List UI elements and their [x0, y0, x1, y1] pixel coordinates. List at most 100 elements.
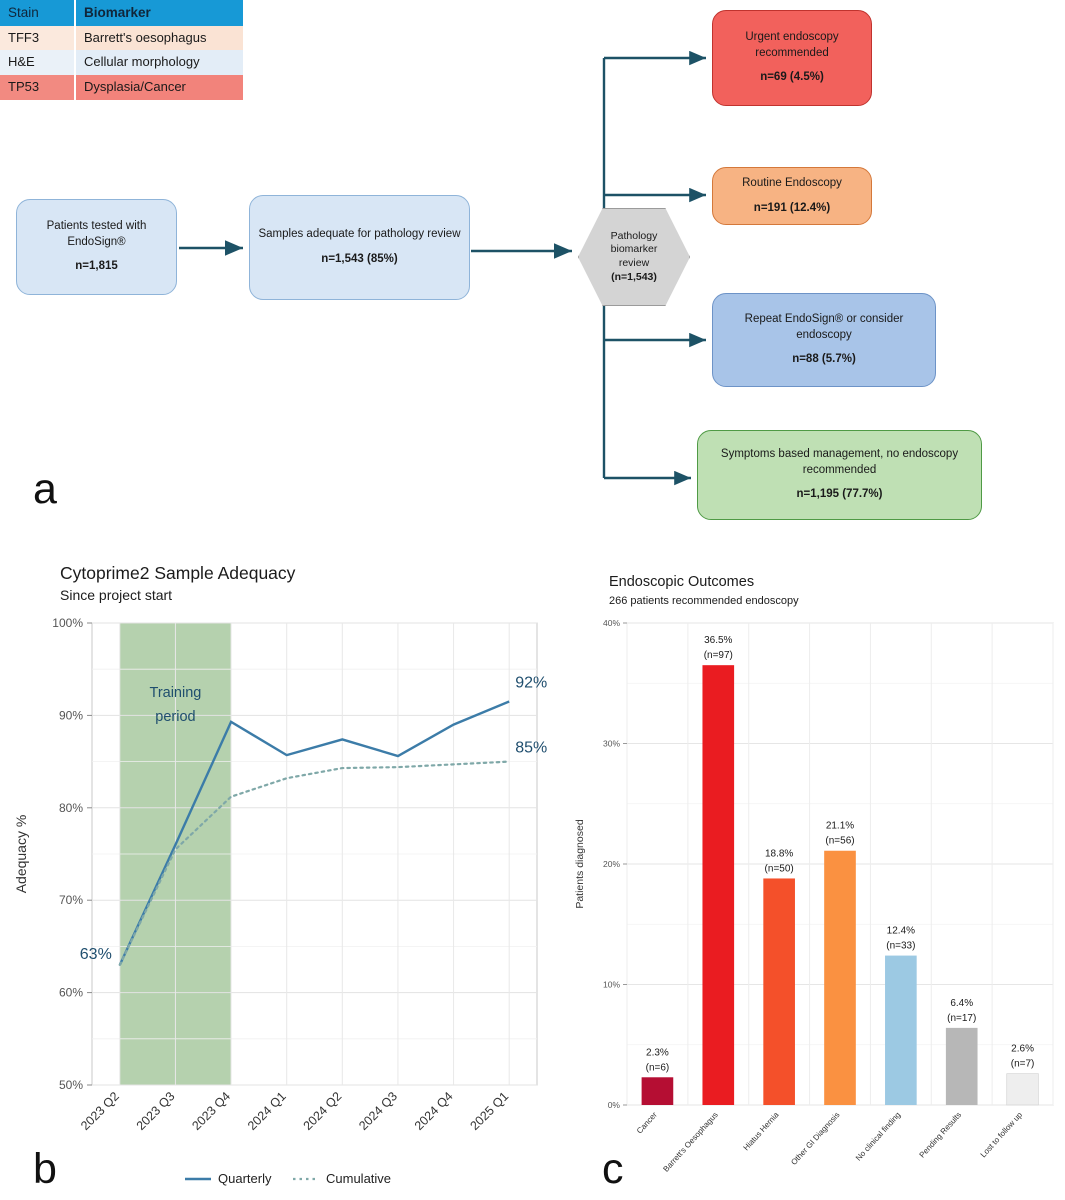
y-axis-label: Patients diagnosed [574, 819, 586, 908]
flow-box-patients-tested: Patients tested with EndoSign® n=1,815 [16, 199, 177, 295]
legend-label-cumulative: Cumulative [326, 1171, 391, 1186]
x-tick-label: 2023 Q3 [134, 1089, 178, 1133]
cell-stain: TFF3 [0, 25, 75, 51]
bar-value-label: 21.1% [826, 821, 854, 832]
flow-hexagon-pathology-review: Pathology biomarker review (n=1,543) [578, 208, 690, 306]
cell-stain: TP53 [0, 75, 75, 101]
x-tick-label: Cancer [635, 1110, 659, 1135]
x-tick-label: No clinical finding [854, 1110, 902, 1162]
y-axis-label: Adequacy % [13, 815, 29, 894]
x-tick-label: 2023 Q2 [78, 1089, 122, 1133]
cell-biomarker: Dysplasia/Cancer [74, 75, 243, 101]
panel-label-b: b [33, 1145, 57, 1193]
x-tick-label: 2024 Q1 [245, 1089, 289, 1133]
flow-box-routine-endoscopy: Routine Endoscopy n=191 (12.4%) [712, 167, 872, 225]
chart-subtitle: Since project start [60, 587, 172, 603]
flow-box-title: Patients tested with EndoSign® [46, 220, 147, 248]
bar [885, 955, 917, 1105]
x-tick-label: 2024 Q3 [356, 1089, 400, 1133]
line-series-quarterly [118, 700, 510, 966]
bar-value-label: 2.3% [646, 1047, 669, 1058]
flow-box-count: n=1,195 (77.7%) [796, 488, 883, 501]
flow-box-title: Urgent endoscopy recommended [745, 31, 839, 59]
y-tick-label: 30% [603, 739, 620, 749]
x-tick-label: Hiatus Hernia [742, 1110, 781, 1152]
y-tick-label: 100% [52, 616, 83, 630]
bar-chart-endoscopic-outcomes: Endoscopic Outcomes 266 patients recommen… [565, 568, 1065, 1193]
chart-title: Endoscopic Outcomes [609, 574, 754, 590]
flow-box-count: n=191 (12.4%) [753, 201, 831, 214]
flow-box-title: Repeat EndoSign® or consider endoscopy [744, 313, 904, 341]
bar [824, 850, 856, 1105]
chart-title: Cytoprime2 Sample Adequacy [60, 563, 296, 583]
flow-box-title: Symptoms based management, no endoscopy … [720, 448, 959, 476]
hex-count: (n=1,543) [611, 270, 657, 283]
data-label-92: 92% [515, 675, 547, 692]
flow-box-count: n=69 (4.5%) [760, 71, 824, 84]
y-tick-label: 40% [603, 618, 620, 628]
bar-count-label: (n=7) [1011, 1059, 1035, 1070]
flow-box-repeat-endosign: Repeat EndoSign® or consider endoscopy n… [712, 293, 936, 387]
bar-value-label: 18.8% [765, 848, 793, 859]
bar [763, 878, 795, 1105]
hex-line-2: biomarker [610, 243, 658, 256]
bar-count-label: (n=17) [947, 1013, 976, 1024]
th-biomarker: Biomarker [74, 0, 243, 26]
bar-value-label: 2.6% [1011, 1044, 1034, 1055]
training-period-label-line1: Training [150, 685, 202, 701]
bar [945, 1027, 978, 1105]
flow-box-title: Samples adequate for pathology review [258, 228, 461, 241]
y-tick-label: 90% [59, 708, 83, 722]
data-label-85: 85% [515, 740, 547, 757]
x-tick-label: Lost to follow up [979, 1110, 1025, 1159]
x-tick-label: 2023 Q4 [189, 1089, 233, 1133]
bar-chart-canvas: Endoscopic Outcomes 266 patients recommen… [574, 574, 1054, 1174]
bar-value-label: 12.4% [887, 926, 915, 937]
x-tick-label: Pending Results [918, 1110, 964, 1159]
hex-line-1: Pathology [610, 229, 658, 242]
x-tick-label: 2024 Q4 [412, 1089, 456, 1133]
y-tick-label: 50% [59, 1078, 83, 1092]
data-label-63: 63% [80, 946, 112, 963]
x-tick-label: Other GI Diagnosis [789, 1110, 841, 1167]
flow-box-count: n=1,815 [75, 260, 118, 273]
flow-box-count: n=1,543 (85%) [321, 253, 398, 265]
table-row: TP53 Dysplasia/Cancer [0, 75, 243, 101]
training-period-label-line2: period [155, 709, 195, 725]
table-row: TFF3 Barrett's oesophagus [0, 25, 243, 51]
panel-label-a: a [33, 465, 57, 513]
th-stain: Stain [0, 0, 75, 26]
x-tick-label: 2024 Q2 [301, 1089, 345, 1133]
bar [641, 1077, 674, 1105]
y-tick-label: 0% [608, 1100, 621, 1110]
flow-box-symptoms-management: Symptoms based management, no endoscopy … [697, 430, 982, 520]
bar-count-label: (n=50) [765, 863, 794, 874]
x-tick-label: Barrett's Oesophagus [661, 1110, 719, 1173]
bar-count-label: (n=33) [886, 941, 915, 952]
hex-line-3: review [618, 257, 650, 269]
chart-subtitle: 266 patients recommended endoscopy [609, 595, 799, 607]
table-row: H&E Cellular morphology [0, 50, 243, 76]
bar [1006, 1073, 1039, 1106]
y-tick-label: 70% [59, 893, 83, 907]
y-tick-label: 60% [59, 986, 83, 1000]
panel-label-c: c [602, 1145, 624, 1193]
bar [702, 665, 735, 1105]
flow-box-count: n=88 (5.7%) [792, 353, 856, 366]
cell-biomarker: Barrett's oesophagus [74, 25, 243, 51]
legend-label-quarterly: Quarterly [218, 1171, 272, 1186]
flow-box-title: Routine Endoscopy [742, 176, 842, 189]
bar-count-label: (n=56) [825, 836, 854, 847]
y-tick-label: 80% [59, 801, 83, 815]
line-series-cumulative [118, 760, 511, 966]
cell-biomarker: Cellular morphology [74, 50, 243, 76]
stain-biomarker-table: Stain Biomarker TFF3 Barrett's oesophagu… [0, 0, 243, 101]
bar-count-label: (n=6) [646, 1062, 670, 1073]
x-tick-label: 2025 Q1 [467, 1089, 511, 1133]
cell-stain: H&E [0, 50, 75, 76]
y-tick-label: 10% [603, 980, 620, 990]
flow-box-samples-adequate: Samples adequate for pathology review n=… [249, 195, 470, 300]
bar-value-label: 36.5% [704, 635, 732, 646]
bar-value-label: 6.4% [950, 998, 973, 1009]
